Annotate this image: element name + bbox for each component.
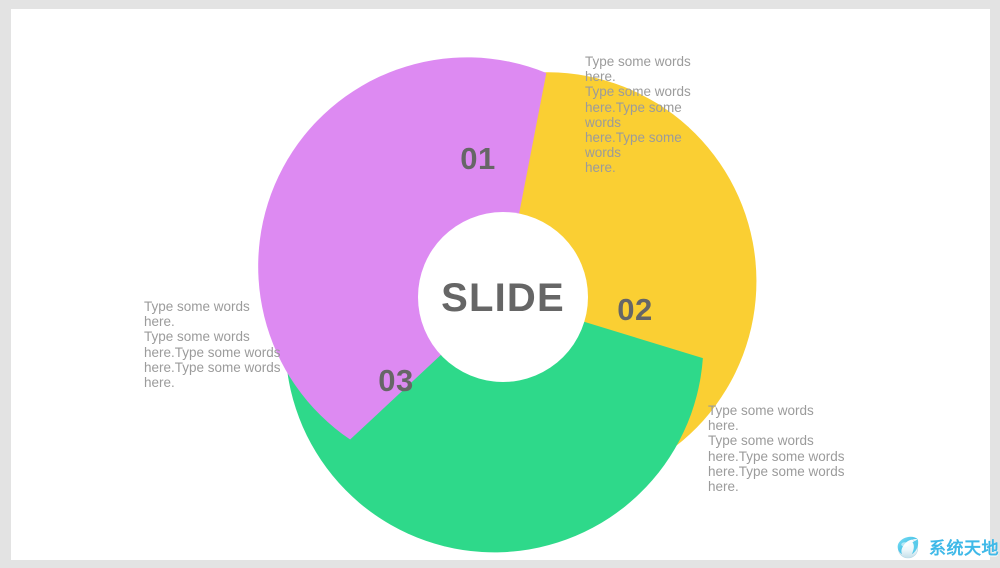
watermark: 系统天地: [893, 531, 999, 561]
globe-swirl-icon: [897, 536, 919, 559]
segment-caption-03: Type some words here. Type some words he…: [144, 299, 281, 391]
watermark-text: 系统天地: [929, 538, 999, 559]
segment-caption-02: Type some words here. Type some words he…: [708, 403, 845, 495]
segment-caption-01: Type some words here. Type some words he…: [585, 54, 691, 176]
